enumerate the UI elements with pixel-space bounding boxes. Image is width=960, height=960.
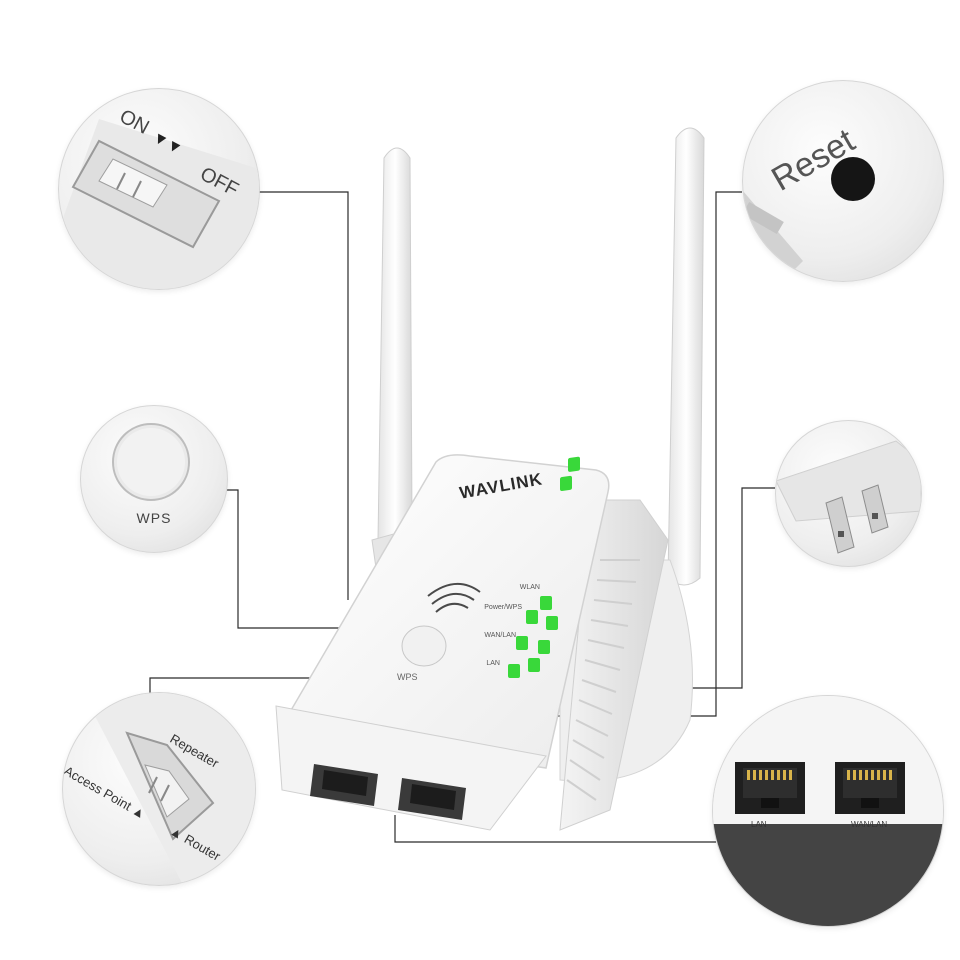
line-ports [394,815,716,843]
line-mode-switch [149,677,312,695]
led-label-wlan: WLAN [519,584,540,591]
led-indicators [508,456,580,678]
power-plug-icon [825,484,889,554]
port-lan-label: LAN [751,820,767,829]
line-power-switch [258,191,349,600]
device-front [289,454,610,769]
ports-callout: LAN WAN/LAN [712,695,944,927]
line-wps [222,489,420,629]
lan-port-icon [735,762,805,814]
device-ports [310,764,466,820]
line-plug [660,487,775,689]
power-switch-callout: ON ▼▼ OFF [58,88,260,290]
plug-callout [775,420,922,567]
left-antenna [371,147,413,569]
led-label-power-wps: Power/WPS [484,604,522,611]
wifi-symbol [427,583,481,613]
device-wps-button [401,625,447,667]
reset-callout: Reset [742,80,944,282]
device-wps-label: WPS [397,672,418,682]
wps-button-label: WPS [136,510,172,526]
led-label-lan: LAN [486,660,500,667]
wan-port-icon [835,762,905,814]
mode-switch-callout: Access Point ▲ Repeater ▲ Router [62,692,256,886]
port-wan-label: WAN/LAN [851,820,888,829]
right-antenna [667,127,705,586]
reset-hole-icon [831,157,875,201]
wps-callout: WPS [80,405,228,553]
led-label-wan-lan: WAN/LAN [484,632,516,639]
